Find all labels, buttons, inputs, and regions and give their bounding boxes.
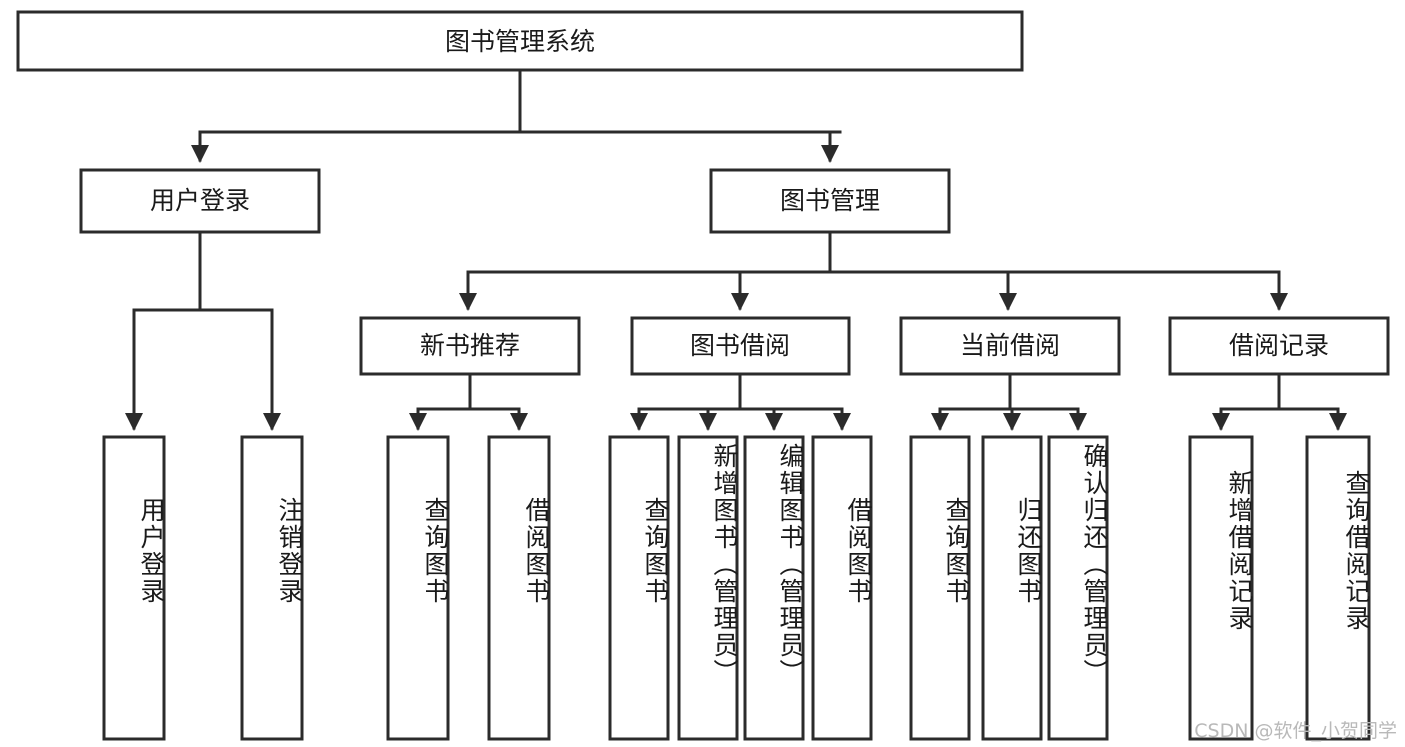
connector-group-borrow-records [1212, 372, 1347, 431]
leaf-rect-query-book-bb[interactable] [608, 435, 670, 741]
leaf-rect-group [102, 435, 1371, 741]
leaf-rect-query-book-cb[interactable] [909, 435, 971, 741]
node-borrow-records-rect[interactable] [1168, 316, 1390, 376]
connector-group-user-login [125, 230, 281, 431]
node-root-rect[interactable] [16, 10, 1024, 72]
node-borrow-records[interactable]: 借阅记录 [1168, 316, 1390, 376]
leaf-rect-add-book[interactable] [677, 435, 739, 741]
leaf-rect-return-book[interactable] [981, 435, 1043, 741]
node-current-borrow-label: 当前借阅 [960, 331, 1060, 360]
node-book-management[interactable]: 图书管理 [709, 168, 951, 234]
leaf-rect-query-book-nbr[interactable] [386, 435, 450, 741]
node-root[interactable]: 图书管理系统 [16, 10, 1024, 72]
node-book-borrow-label: 图书借阅 [690, 331, 790, 360]
node-borrow-records-label: 借阅记录 [1229, 331, 1329, 360]
node-user-login-rect[interactable] [79, 168, 321, 234]
node-user-login[interactable]: 用户登录 [79, 168, 321, 234]
node-book-management-rect[interactable] [709, 168, 951, 234]
leaf-rect-borrow-book-bb[interactable] [811, 435, 873, 741]
leaf-rect-add-record[interactable] [1188, 435, 1254, 741]
csdn-watermark: CSDN @软件_小贺同学 [1194, 720, 1397, 742]
node-user-login-label: 用户登录 [150, 186, 250, 215]
node-new-book-recommend-rect[interactable] [359, 316, 581, 376]
leaf-rect-confirm-return[interactable] [1047, 435, 1109, 741]
node-book-borrow-rect[interactable] [630, 316, 851, 376]
node-current-borrow[interactable]: 当前借阅 [899, 316, 1121, 376]
connector-group-current-borrow [931, 372, 1087, 431]
leaf-rect-user-login[interactable] [102, 435, 166, 741]
node-new-book-recommend[interactable]: 新书推荐 [359, 316, 581, 376]
node-current-borrow-rect[interactable] [899, 316, 1121, 376]
leaf-rect-borrow-book-nbr[interactable] [487, 435, 551, 741]
connector-group-book-borrow [630, 372, 851, 431]
connector-group-root [191, 68, 842, 163]
leaf-rect-query-record[interactable] [1305, 435, 1371, 741]
node-book-management-label: 图书管理 [780, 186, 880, 215]
node-book-borrow[interactable]: 图书借阅 [630, 316, 851, 376]
leaf-rect-logout[interactable] [240, 435, 304, 741]
connector-group-new-book-rec [409, 372, 528, 431]
connector-group-book-management [459, 230, 1288, 311]
leaf-rect-edit-book[interactable] [743, 435, 805, 741]
node-new-book-recommend-label: 新书推荐 [420, 331, 520, 360]
node-root-label: 图书管理系统 [445, 27, 595, 56]
